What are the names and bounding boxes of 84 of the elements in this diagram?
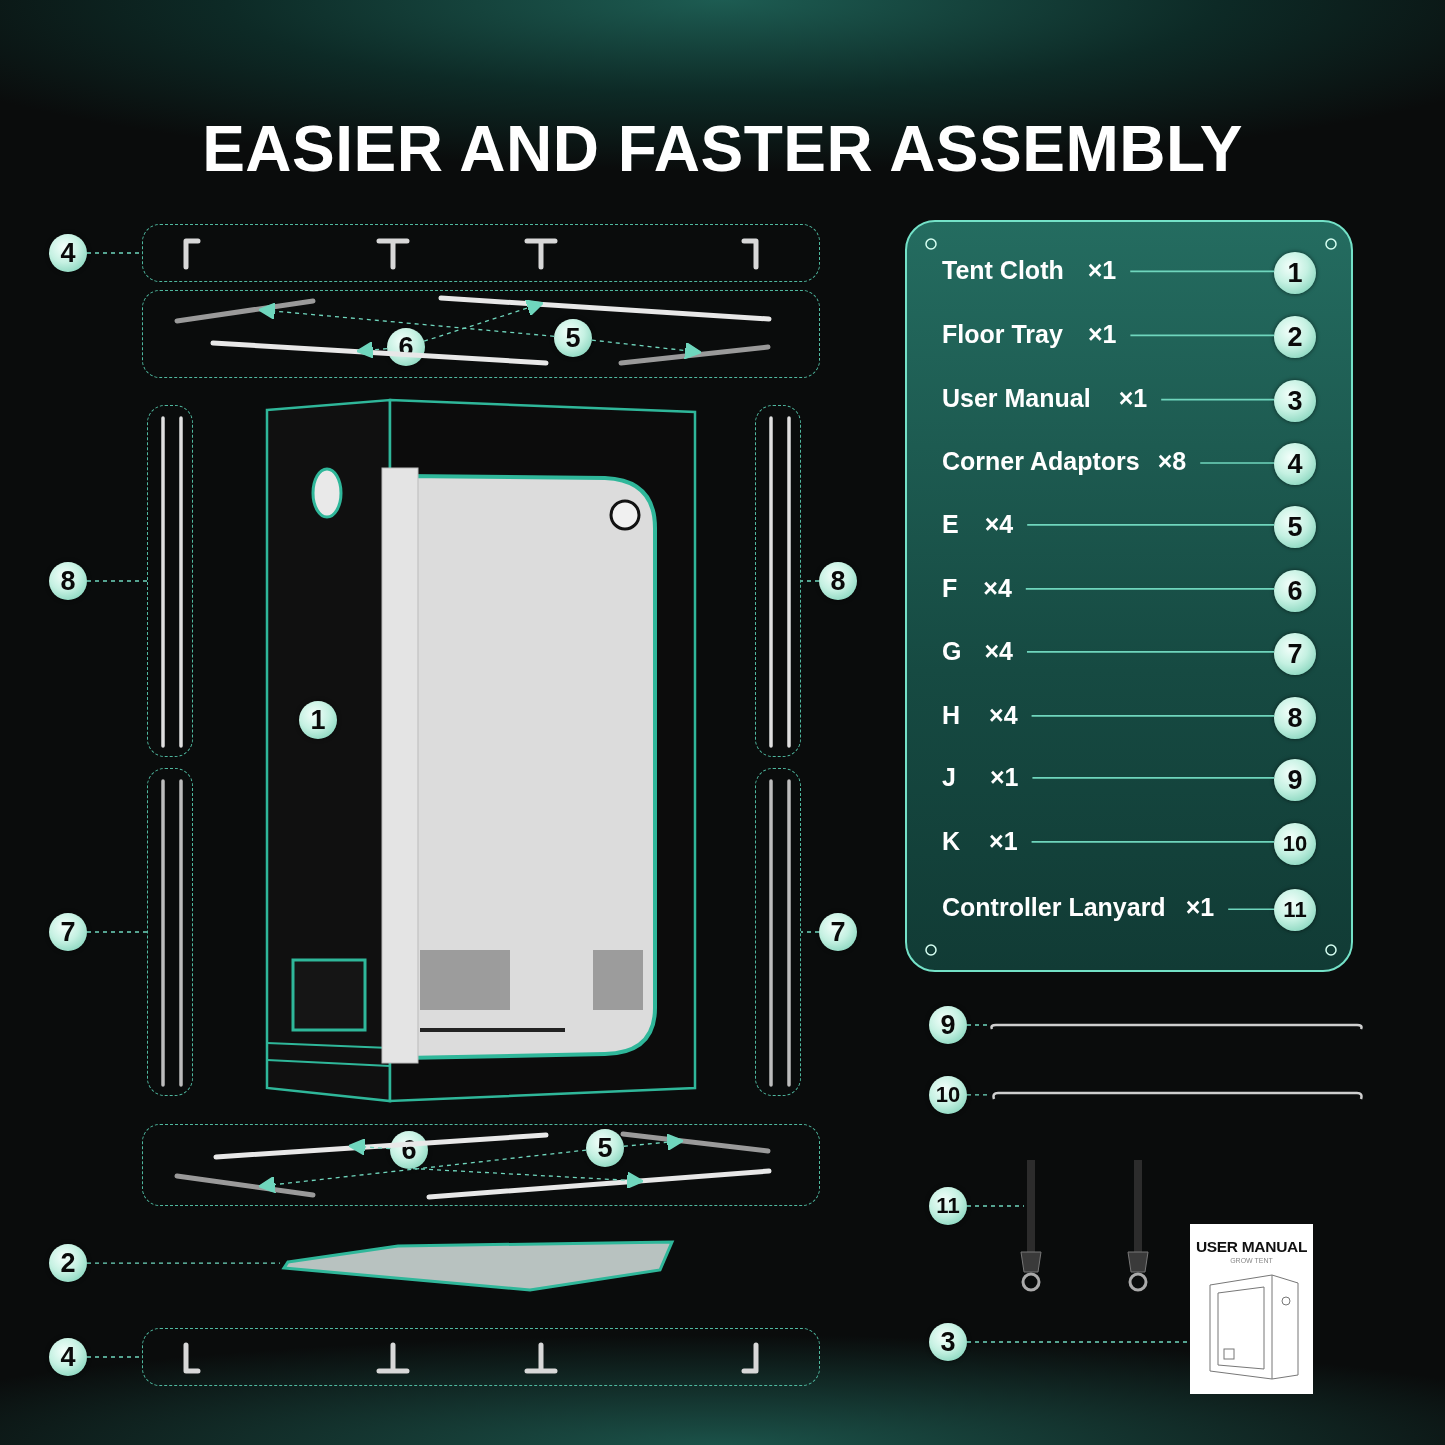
callout-number: 11: [1274, 889, 1316, 931]
arrow: [258, 302, 555, 337]
callout-number: 5: [1274, 506, 1316, 548]
parts-group-box: [142, 1124, 820, 1206]
leader-line: [1030, 841, 1275, 843]
callout-number: 2: [1274, 316, 1316, 358]
parts-group-box: [147, 405, 193, 757]
callout-number: 5: [554, 319, 592, 357]
part-name: User Manual: [942, 384, 1091, 413]
arrow: [258, 1149, 587, 1194]
callout-number: 3: [929, 1323, 967, 1361]
arrow: [412, 1167, 644, 1190]
callout-number: 7: [819, 913, 857, 951]
part-name: J: [942, 763, 956, 792]
part-name: K: [942, 827, 961, 856]
quantity: ×4: [989, 701, 1018, 730]
parts-group-box: [755, 768, 801, 1096]
parts-group-box: [142, 1328, 820, 1386]
leader-line: [1160, 398, 1275, 401]
callout-number: 7: [1274, 633, 1316, 675]
callout-number: 9: [1274, 759, 1316, 801]
parts-list-panel: [905, 220, 1353, 972]
user-manual-drawing: [1190, 1224, 1313, 1394]
parts-group-box: [147, 768, 193, 1096]
manual-title: USER MANUAL: [1195, 1238, 1308, 1256]
part-name: Corner Adaptors: [942, 447, 1140, 476]
quantity: ×1: [1185, 893, 1215, 922]
callout-number: 3: [1274, 380, 1316, 422]
leader-line: [86, 580, 148, 582]
part-name: F: [942, 574, 958, 603]
quantity: ×1: [989, 763, 1019, 792]
arrow: [623, 1133, 684, 1151]
callout-number: 11: [929, 1187, 967, 1225]
callout-number: 6: [1274, 570, 1316, 612]
parts-group-box: [142, 224, 820, 282]
leader-line: [1129, 334, 1275, 337]
quantity: ×4: [984, 637, 1013, 666]
callout-number: 9: [929, 1006, 967, 1044]
leader-line: [86, 931, 148, 933]
callout-number: 10: [929, 1076, 967, 1114]
title: EASIER AND FASTER ASSEMBLY: [201, 112, 1244, 186]
part-name: E: [942, 510, 959, 539]
callout-number: 8: [1274, 697, 1316, 739]
leader-line: [1030, 715, 1275, 717]
callout-number: 7: [49, 913, 87, 951]
quantity: ×1: [1087, 320, 1117, 349]
leader-line: [1026, 524, 1275, 526]
leader-line: [800, 931, 820, 933]
part-name: Floor Tray: [942, 320, 1063, 349]
quantity: ×8: [1157, 447, 1187, 476]
part-name: H: [942, 701, 961, 730]
quantity: ×1: [1087, 256, 1117, 285]
quantity: ×1: [1118, 384, 1148, 413]
quantity: ×4: [984, 510, 1014, 539]
leader-line: [966, 1024, 989, 1026]
callout-number: 4: [1274, 443, 1316, 485]
leader-line: [1026, 651, 1275, 653]
leader-line: [86, 1262, 281, 1264]
parts-group-box: [142, 290, 820, 378]
arrow: [591, 339, 702, 360]
callout-number: 4: [49, 234, 87, 272]
leader-line: [1031, 777, 1275, 779]
arrow: [348, 1138, 391, 1156]
quantity: ×1: [989, 827, 1018, 856]
callout-number: 2: [49, 1244, 87, 1282]
part-name: G: [942, 637, 962, 666]
leader-line: [1227, 908, 1275, 910]
leader-line: [1199, 462, 1275, 464]
callout-number: 10: [1274, 823, 1316, 865]
callout-number: 8: [819, 562, 857, 600]
callout-number: 8: [49, 562, 87, 600]
parts-group-box: [755, 405, 801, 757]
leader-line: [800, 580, 820, 582]
leader-line: [1025, 588, 1275, 590]
callout-number: 4: [49, 1338, 87, 1376]
part-name: Tent Cloth: [942, 256, 1064, 285]
quantity: ×4: [983, 574, 1012, 603]
callout-number: 5: [586, 1129, 624, 1167]
part-name: Controller Lanyard: [942, 893, 1166, 922]
arrow: [423, 299, 544, 342]
arrow: [356, 341, 388, 359]
leader-line: [966, 1205, 1025, 1207]
leader-line: [1129, 270, 1275, 273]
callout-number: 1: [1274, 252, 1316, 294]
